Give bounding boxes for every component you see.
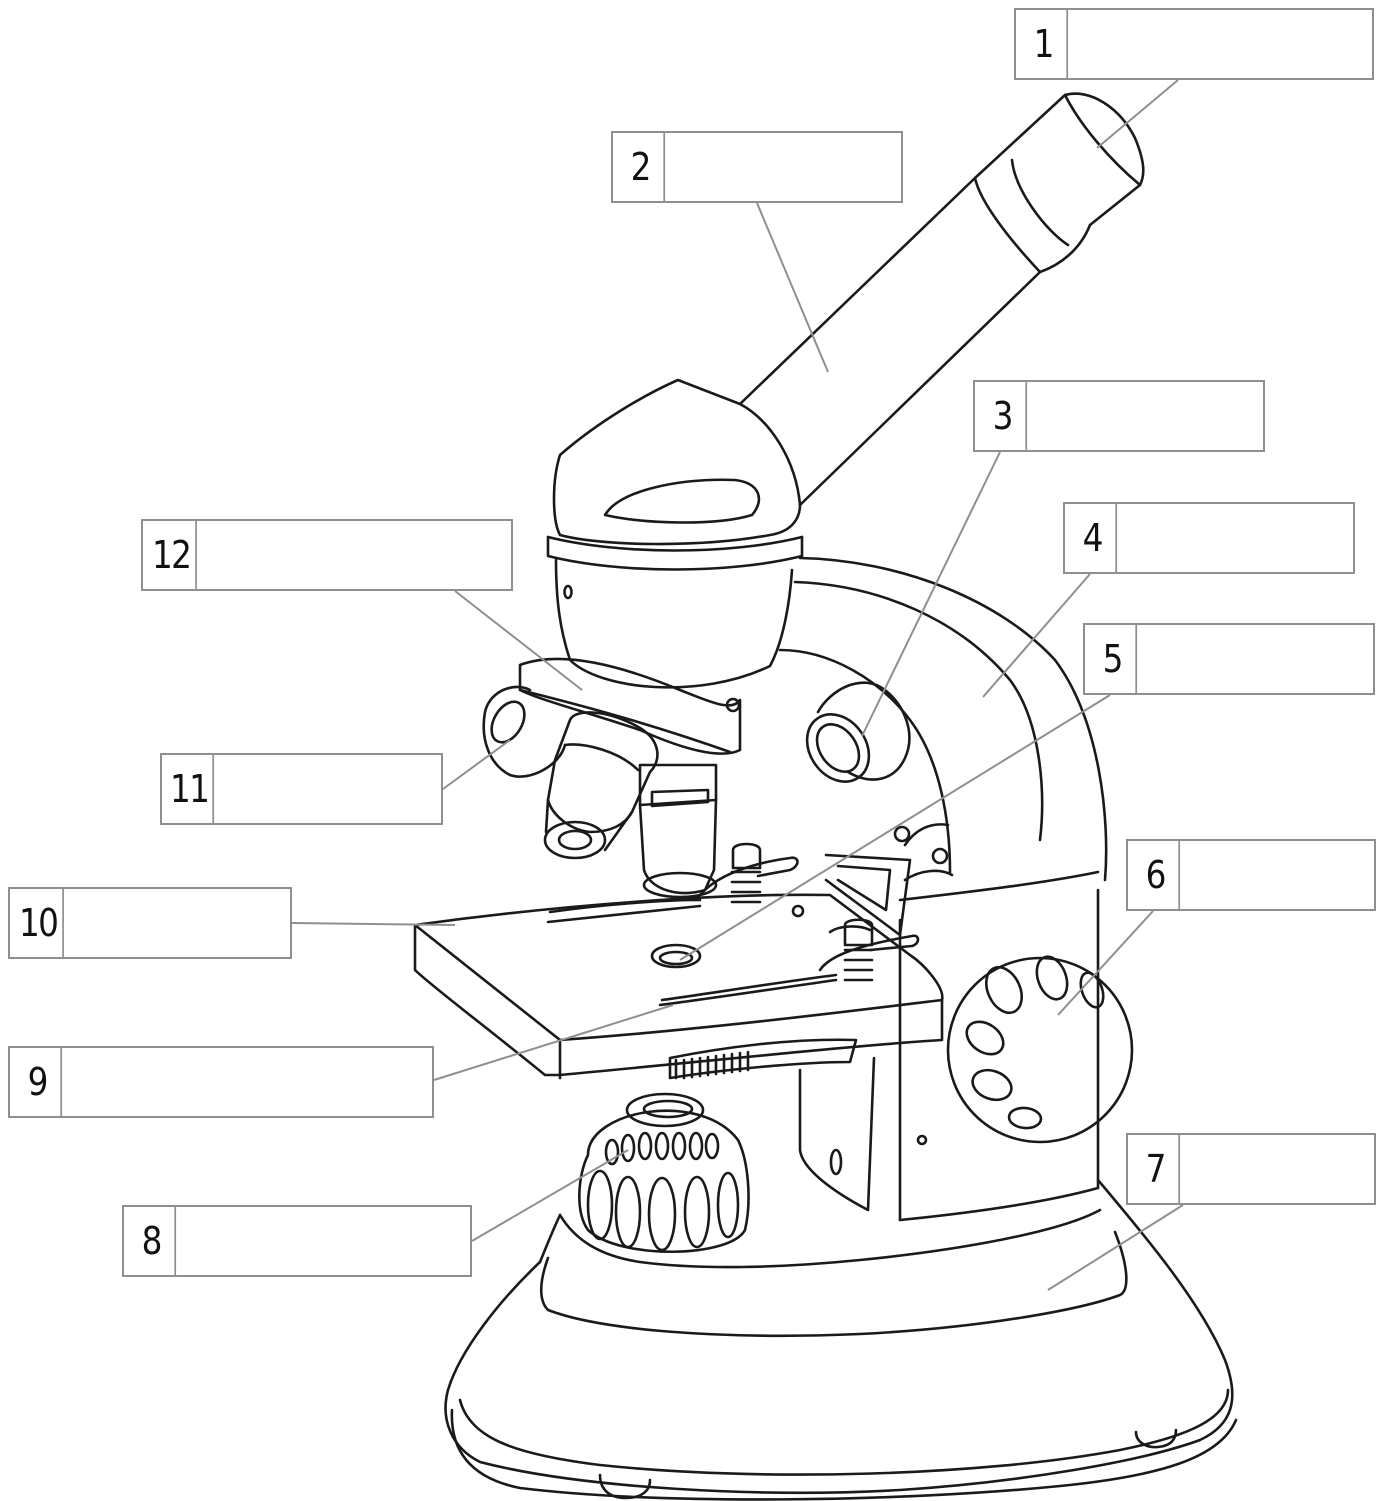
label-box-2[interactable]: 2 (611, 131, 903, 203)
label-number: 8 (128, 1207, 176, 1275)
label-box-3[interactable]: 3 (973, 380, 1265, 452)
head-drawing (548, 380, 802, 687)
answer-field[interactable] (1072, 10, 1372, 78)
answer-field[interactable] (66, 1048, 432, 1116)
label-number: 5 (1089, 625, 1137, 693)
answer-field[interactable] (1141, 625, 1373, 693)
label-number: 7 (1132, 1135, 1180, 1203)
stage-clips-drawing (700, 844, 918, 980)
base-drawing (446, 1180, 1236, 1499)
diaphragm-dial-drawing (579, 1094, 748, 1252)
label-number: 6 (1132, 841, 1180, 909)
answer-field[interactable] (201, 521, 511, 589)
label-box-7[interactable]: 7 (1126, 1133, 1376, 1205)
nosepiece-drawing (520, 659, 740, 806)
label-number: 4 (1069, 504, 1117, 572)
answer-field[interactable] (180, 1207, 470, 1275)
label-box-6[interactable]: 6 (1126, 839, 1376, 911)
leader-line-3 (862, 452, 1000, 736)
stage-wheel-drawing (670, 1040, 874, 1210)
focus-knob-drawing (948, 953, 1132, 1142)
label-number: 12 (147, 521, 197, 589)
leader-line-11 (443, 740, 510, 789)
leader-line-1 (1097, 80, 1178, 148)
label-number: 3 (979, 382, 1027, 450)
answer-field[interactable] (218, 755, 441, 823)
label-number: 11 (166, 755, 214, 823)
stage-drawing (415, 895, 942, 1078)
label-box-4[interactable]: 4 (1063, 502, 1355, 574)
leader-line-2 (757, 203, 828, 372)
answer-field[interactable] (1184, 1135, 1374, 1203)
answer-field[interactable] (1121, 504, 1353, 572)
label-box-10[interactable]: 10 (8, 887, 292, 959)
answer-field[interactable] (1031, 382, 1263, 450)
label-box-1[interactable]: 1 (1014, 8, 1374, 80)
pillar-drawing (900, 872, 1098, 1220)
leader-line-8 (472, 1150, 628, 1241)
answer-field[interactable] (1184, 841, 1374, 909)
arm-drawing (780, 558, 1106, 880)
label-number: 2 (617, 133, 665, 201)
leader-line-4 (983, 574, 1090, 697)
label-number: 1 (1020, 10, 1068, 78)
answer-field[interactable] (68, 889, 290, 957)
label-box-5[interactable]: 5 (1083, 623, 1375, 695)
label-box-8[interactable]: 8 (122, 1205, 472, 1277)
label-number: 9 (14, 1048, 62, 1116)
answer-field[interactable] (669, 133, 901, 201)
label-box-12[interactable]: 12 (141, 519, 513, 591)
leader-line-12 (455, 591, 582, 690)
microscope-illustration (415, 94, 1236, 1500)
label-box-9[interactable]: 9 (8, 1046, 434, 1118)
leader-line-5 (680, 695, 1110, 960)
label-box-11[interactable]: 11 (160, 753, 443, 825)
leader-line-7 (1048, 1205, 1183, 1290)
label-number: 10 (14, 889, 64, 957)
